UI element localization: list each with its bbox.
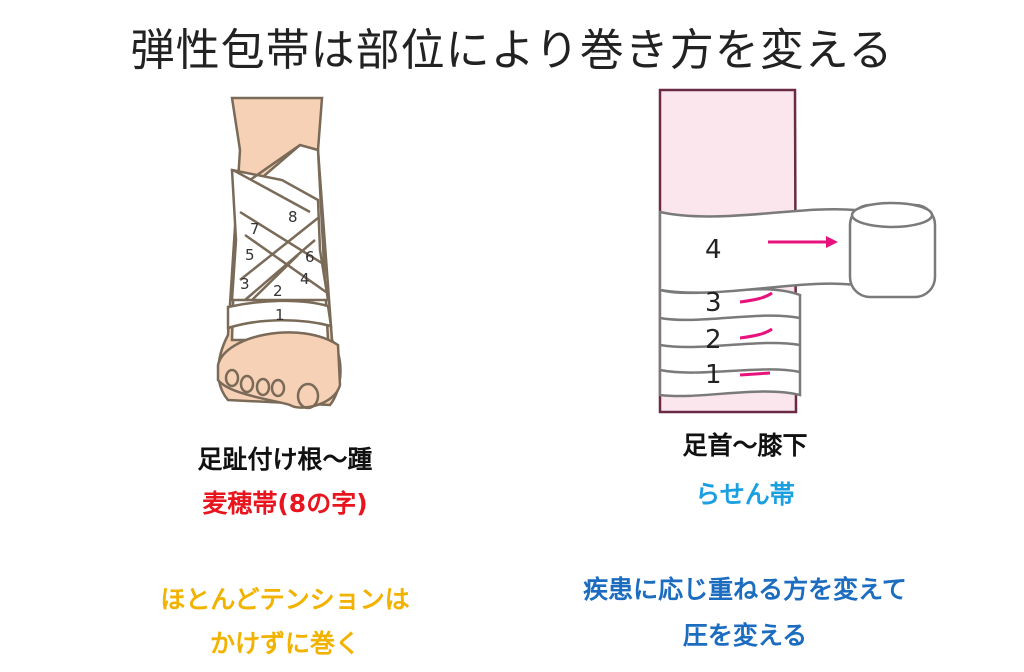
leg-spiral-illustration <box>658 88 937 414</box>
layer-number: 7 <box>250 220 260 238</box>
layer-number: 4 <box>705 235 722 265</box>
right-method-label: らせん帯 <box>695 480 795 509</box>
right-note-line-1: 疾患に応じ重ねる方を変えて <box>583 575 907 604</box>
layer-number: 4 <box>300 270 310 288</box>
layer-number: 6 <box>305 248 315 266</box>
right-region-label: 足首〜膝下 <box>682 431 808 460</box>
layer-number: 3 <box>240 275 250 293</box>
layer-number: 1 <box>705 360 722 390</box>
layer-number: 5 <box>245 246 255 264</box>
layer-number: 3 <box>705 288 722 318</box>
layer-number: 2 <box>273 282 283 300</box>
right-note-line-2: 圧を変える <box>682 621 808 650</box>
layer-number: 1 <box>275 306 285 324</box>
foot-figure-eight-illustration <box>216 96 342 410</box>
left-note-line-2: かけずに巻く <box>209 629 360 658</box>
layer-number: 8 <box>288 208 298 226</box>
left-region-label: 足趾付け根〜踵 <box>197 445 373 474</box>
left-note-line-1: ほとんどテンションは <box>160 585 410 614</box>
page-title: 弾性包帯は部位により巻き方を変える <box>130 25 894 76</box>
left-method-label: 麦穂帯(8の字) <box>202 489 368 518</box>
layer-number: 2 <box>705 325 722 355</box>
